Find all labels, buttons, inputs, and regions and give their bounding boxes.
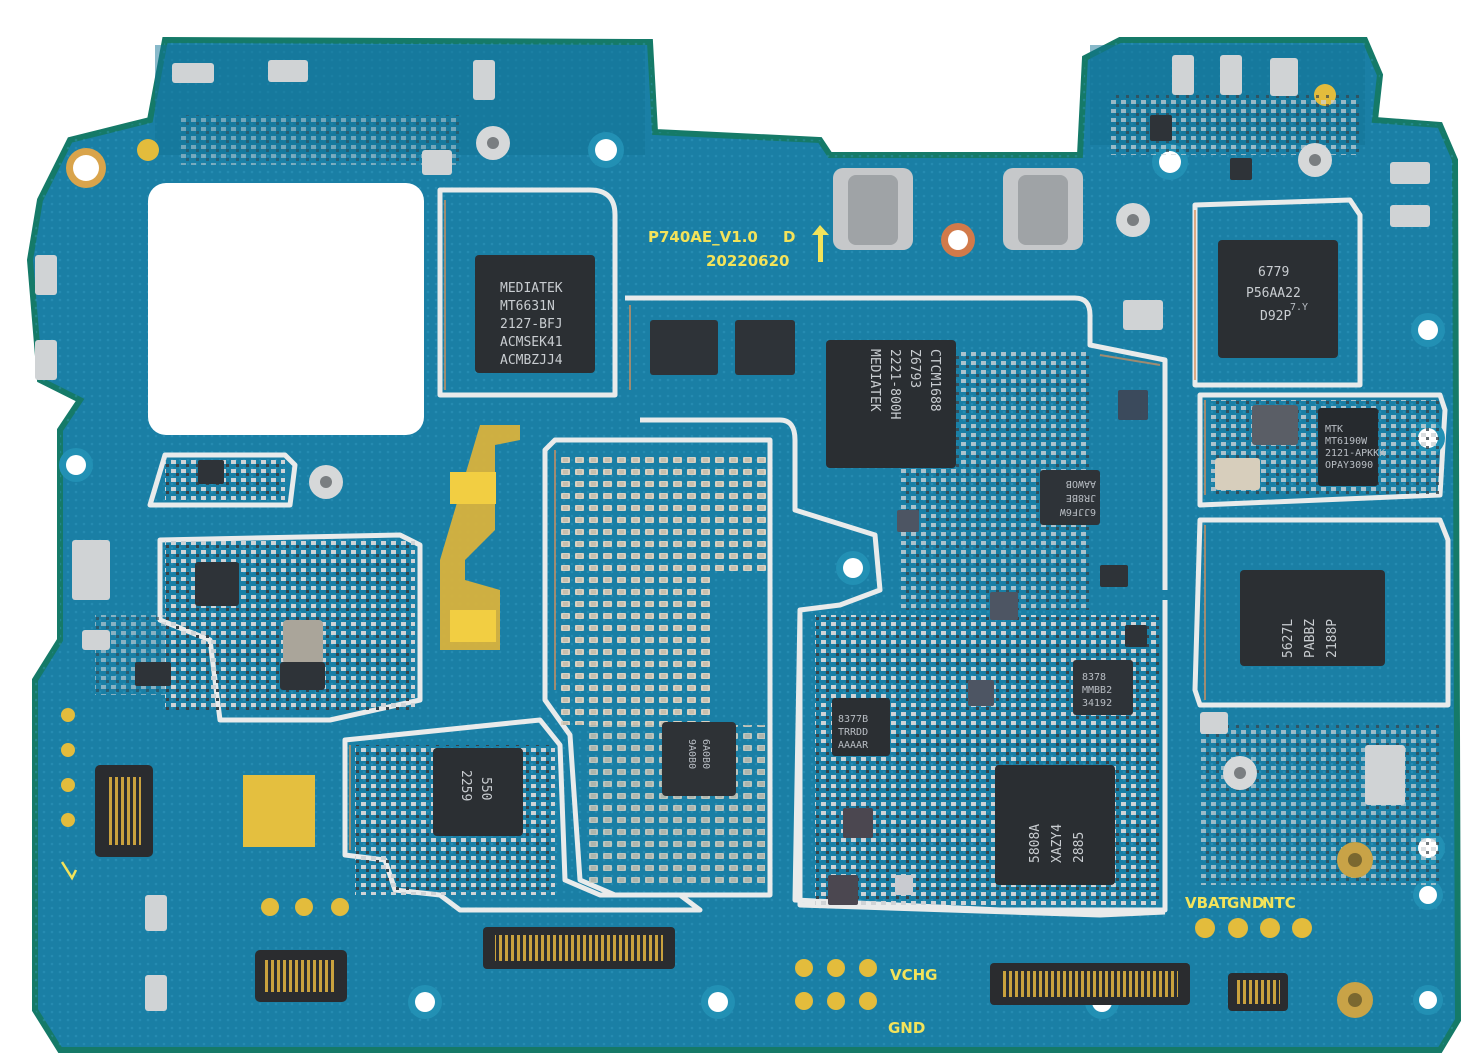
chip-label: MTK — [1325, 424, 1343, 435]
chip-label: 5808A — [1028, 824, 1043, 863]
main-ics — [433, 240, 1385, 885]
chip-label: MMBB2 — [1082, 685, 1112, 696]
chip-mtk-text: MTK MT6190W 2121-APKKK OPAY3090 — [1325, 424, 1385, 471]
chip-label: AAWOB — [1066, 478, 1096, 489]
gold-test-pad — [243, 775, 315, 847]
chip-pa-text: 6779 P56AA22 7.Y D92P — [1246, 265, 1308, 324]
camera-cutout — [148, 183, 424, 435]
pad-label-vbat: VBAT — [1185, 894, 1229, 912]
chip-center-text: 6A0B0 9A0B0 — [686, 739, 711, 769]
small-ics — [135, 115, 1298, 905]
chip-label: 2259 — [458, 770, 473, 801]
arrow-down-icon — [60, 861, 78, 881]
chip-label: 8378 — [1082, 672, 1106, 683]
chip-label: MEDIATEK — [500, 281, 563, 296]
gold-antenna-pad — [440, 425, 520, 650]
edge-components — [35, 55, 1430, 1011]
chip-label: JR8BE — [1066, 492, 1096, 503]
chip-left-text: 550 2259 — [458, 770, 493, 801]
board-model-label: P740AE_V1.0 — [648, 228, 758, 246]
pad-label-vchg: VCHG — [890, 966, 937, 984]
chip-label: 6779 — [1258, 265, 1289, 280]
chip-label: 8377B — [838, 714, 868, 725]
board-connectors — [95, 168, 1288, 1011]
chip-label: MEDIATEK — [867, 349, 882, 412]
chip-label: TRRDD — [838, 727, 868, 738]
chip-label: 2121-APKKK — [1325, 448, 1385, 459]
chip-pmic-a-text: 8377B TRRDD AAAAR — [838, 714, 869, 751]
chip-label: 34192 — [1082, 698, 1112, 709]
chip-label: 6JJF6W — [1059, 506, 1096, 517]
chip-label: OPAY3090 — [1325, 460, 1373, 471]
chip-label: 5627L — [1281, 619, 1296, 658]
chip-label: 2885 — [1072, 832, 1087, 863]
chip-label: 550 — [478, 777, 493, 800]
chip-label: XAZY4 — [1050, 824, 1065, 863]
chip-label: AAAAR — [838, 740, 869, 751]
rf-connectors — [309, 126, 1373, 1018]
chip-label: 6A0B0 — [700, 739, 711, 769]
chip-flash-text: 5627L PABBZ 2188P — [1281, 619, 1340, 658]
chip-label: 7.Y — [1290, 302, 1308, 313]
chip-label: ACMSEK41 — [500, 335, 563, 350]
pad-label-gnd: GND — [1227, 894, 1264, 912]
chip-label: ACMBZJJ4 — [500, 353, 563, 368]
chip-label: 2221-800H — [887, 349, 902, 419]
pad-label-gnd-charge: GND — [888, 1019, 925, 1037]
test-pads — [61, 84, 1336, 1010]
chip-label: 9A0B0 — [686, 739, 697, 769]
chip-label: 2188P — [1325, 619, 1340, 658]
chip-label: D92P — [1260, 309, 1291, 324]
chip-label: MT6190W — [1325, 436, 1368, 447]
chip-label: PABBZ — [1303, 619, 1318, 658]
board-rev-label: D — [783, 228, 795, 246]
chip-label: Z6793 — [907, 349, 922, 388]
pad-label-ntc: NTC — [1262, 894, 1296, 912]
chip-mid-a-text: 6JJF6W JR8BE AAWOB — [1059, 478, 1096, 517]
board-date-label: 20220620 — [706, 252, 790, 270]
chip-pmic-b-text: 8378 MMBB2 34192 — [1082, 672, 1112, 709]
chip-label: 2127-BFJ — [500, 317, 563, 332]
arrow-up-icon — [812, 225, 829, 262]
chip-label: CTCM1688 — [927, 349, 942, 412]
chip-label: MT6631N — [500, 299, 555, 314]
chip-label: P56AA22 — [1246, 286, 1301, 301]
chip-soc-text: CTCM1688 Z6793 2221-800H MEDIATEK — [867, 349, 942, 419]
chip-ram-text: 5808A XAZY4 2885 — [1028, 824, 1087, 863]
chip-wifi-text: MEDIATEK MT6631N 2127-BFJ ACMSEK41 ACMBZ… — [500, 281, 563, 368]
